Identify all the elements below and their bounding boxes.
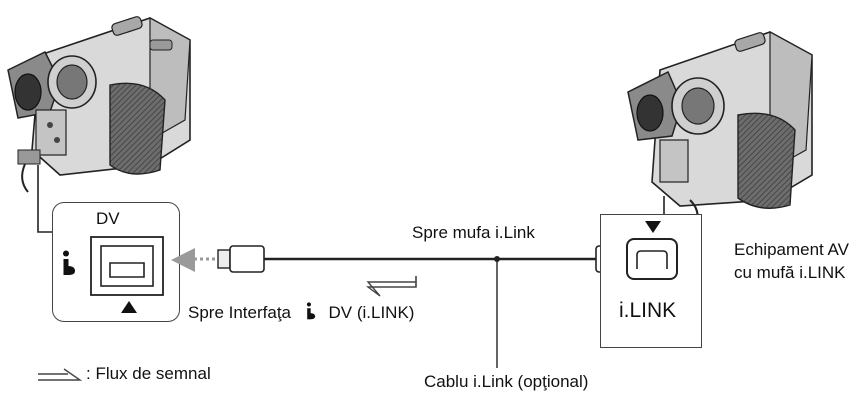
ilink-port-icon: [626, 238, 678, 280]
label-to-dv-interface-suffix: DV (i.LINK): [328, 303, 415, 322]
av-equipment-camcorder: [627, 30, 813, 233]
legend-arrow: [38, 368, 83, 381]
label-to-ilink-jack: Spre mufa i.Link: [412, 223, 535, 242]
insert-arrow-icon: [171, 248, 195, 272]
label-to-dv-interface-prefix: Spre Interfaţa: [188, 303, 292, 322]
source-camcorder: [7, 16, 191, 193]
ilink-inline-icon: [306, 302, 315, 320]
callout-leader-left: [37, 165, 52, 233]
legend-signal-flow: : Flux de semnal: [86, 364, 211, 383]
down-triangle-icon: [645, 221, 661, 233]
dv-interface-panel: DV: [52, 202, 195, 322]
dv-port-icon: [90, 236, 164, 296]
label-av-equipment-line1: Echipament AV: [734, 240, 849, 259]
label-ilink-cable: Cablu i.Link (opţional): [424, 372, 589, 391]
signal-flow-arrow: [365, 276, 417, 297]
label-av-equipment-line2: cu mufă i.LINK: [734, 263, 846, 282]
ilink-panel: i.LINK: [600, 214, 702, 348]
ilink-port-label: i.LINK: [619, 299, 677, 322]
up-triangle-icon: [121, 301, 137, 313]
ilink-icon: [63, 250, 75, 275]
dv-label: DV: [96, 209, 120, 228]
label-to-dv-interface: Spre Interfaţa DV (i.LINK): [188, 302, 414, 323]
